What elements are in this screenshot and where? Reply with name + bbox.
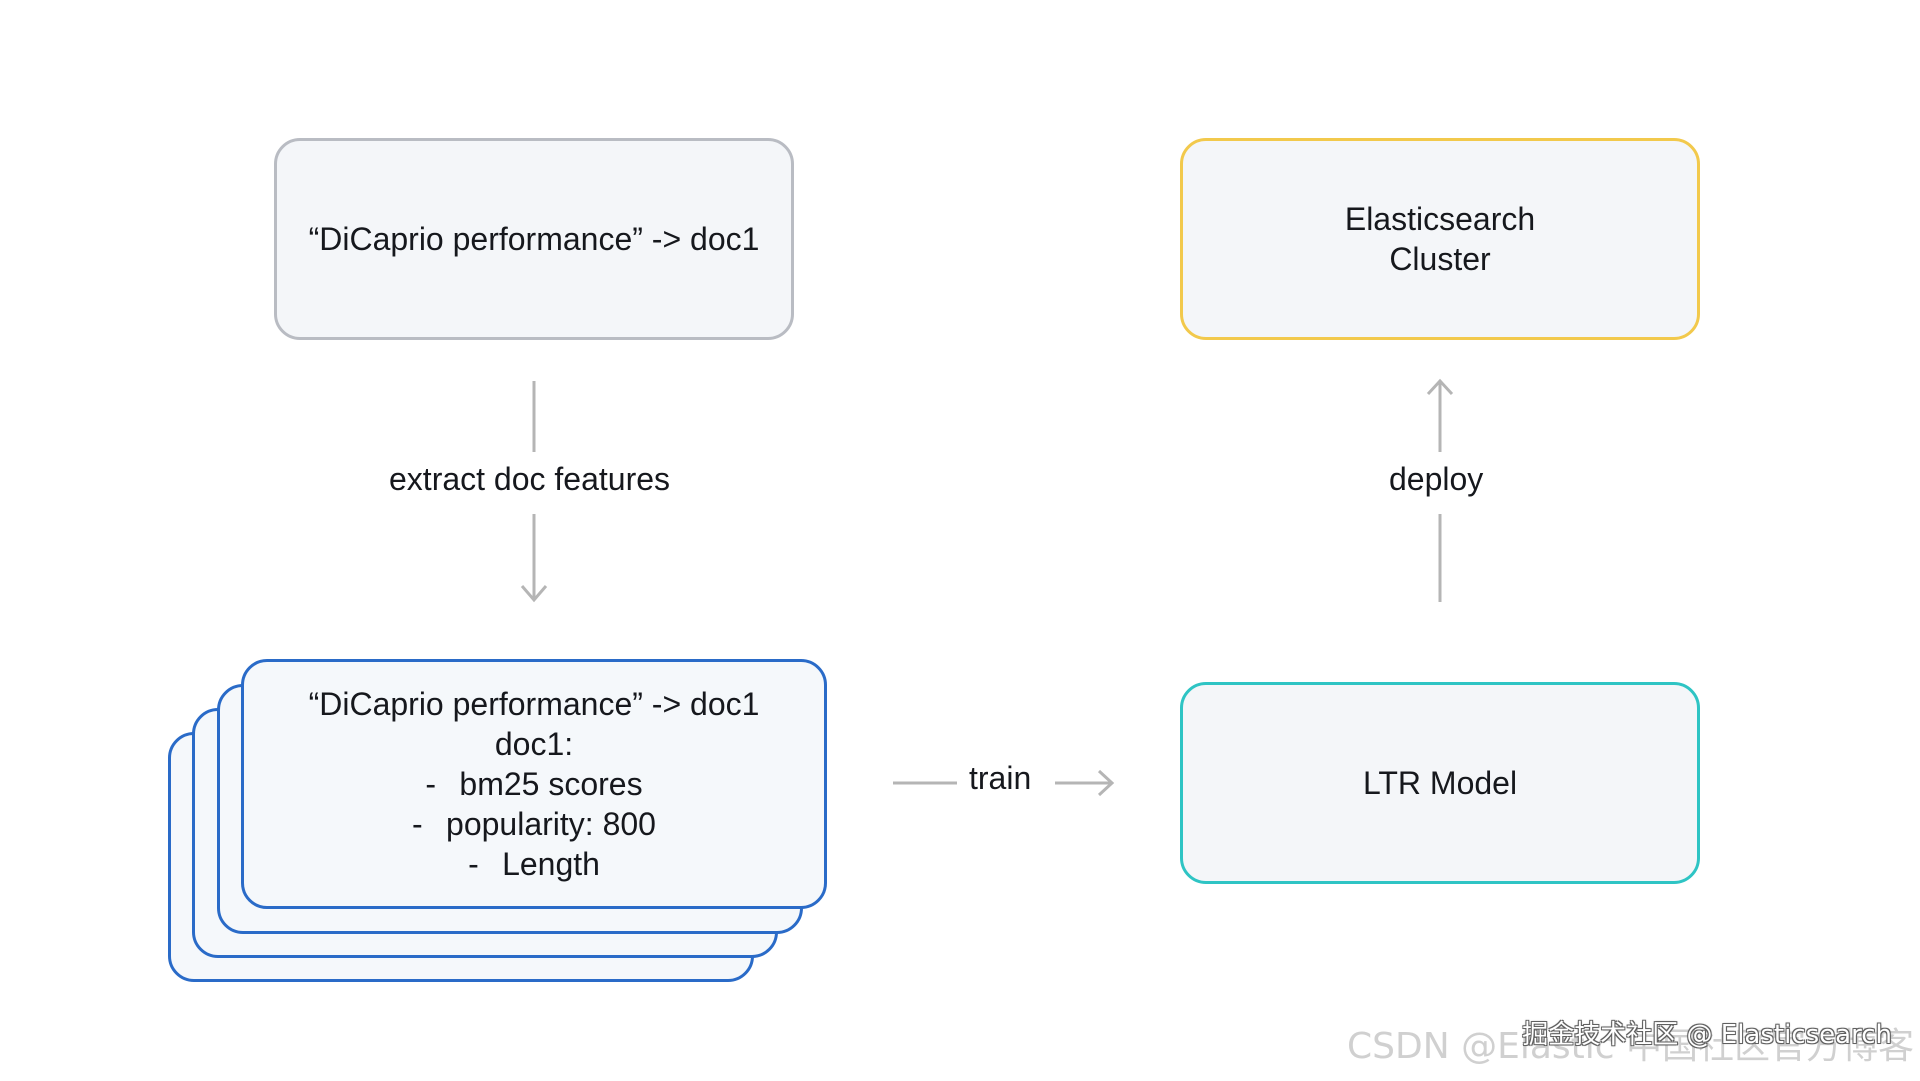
cluster-line-1: Elasticsearch	[1344, 201, 1536, 237]
feature-item-length: -Length	[468, 844, 600, 884]
ltr-model-box: LTR Model	[1180, 682, 1700, 884]
features-query-text: “DiCaprio performance” -> doc1	[308, 686, 760, 722]
extract-features-label: extract doc features	[389, 461, 671, 497]
feature-item-dash: -	[412, 806, 423, 842]
extract-arrowhead	[520, 585, 548, 603]
features-doc-label: doc1:	[494, 726, 574, 762]
query-box: “DiCaprio performance” -> doc1	[274, 138, 794, 340]
juejin-watermark: 掘金技术社区 @ Elasticsearch	[1522, 1020, 1892, 1050]
csdn-watermark: CSDN @Elastic 中国社区官方博客	[1346, 1026, 1914, 1067]
feature-item-popularity: -popularity: 800	[412, 804, 656, 844]
feature-item-dash: -	[425, 766, 437, 802]
feature-item-text: Length	[502, 846, 600, 882]
query-box-text: “DiCaprio performance” -> doc1	[308, 221, 760, 257]
ltr-model-text: LTR Model	[1362, 765, 1518, 801]
train-label: train	[969, 760, 1032, 796]
features-box: “DiCaprio performance” -> doc1 doc1: -bm…	[241, 659, 827, 909]
train-arrowhead	[1097, 769, 1115, 797]
deploy-arrowhead	[1426, 378, 1454, 396]
deploy-label: deploy	[1389, 461, 1484, 497]
cluster-line-2: Cluster	[1389, 241, 1491, 277]
feature-item-dash: -	[468, 846, 479, 882]
elasticsearch-cluster-box: Elasticsearch Cluster	[1180, 138, 1700, 340]
feature-item-text: popularity: 800	[446, 806, 656, 842]
feature-item-text: bm25 scores	[459, 766, 643, 802]
feature-item-bm25: -bm25 scores	[425, 764, 642, 804]
